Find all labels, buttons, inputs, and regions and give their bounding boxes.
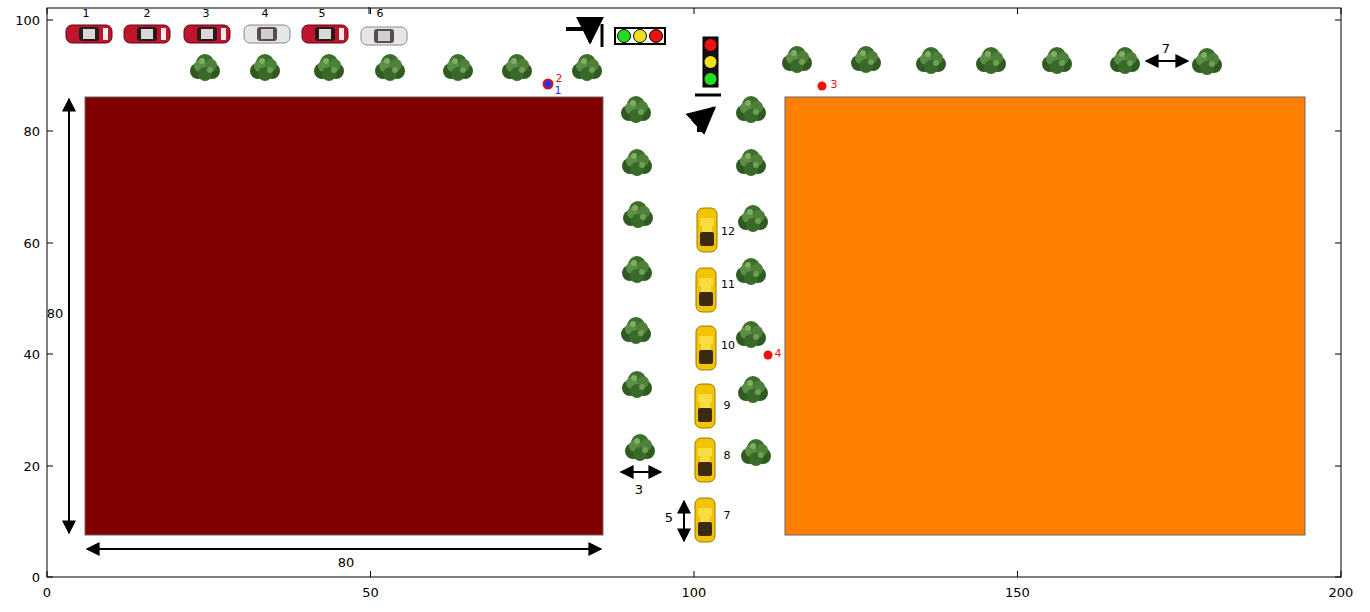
callout-number: 12 [721,226,735,237]
traffic-light-horizontal [615,28,665,44]
axis-tick-label: 100 [682,586,707,599]
callout-number: 11 [721,279,735,290]
axis-tick-label: 200 [1329,586,1354,599]
dimension-label: 7 [1162,42,1170,55]
callout-number: 10 [721,340,735,351]
parked-cars [66,25,407,45]
callout-number: 3 [203,8,210,19]
axis-ticks [47,8,1341,577]
callout-number: 4 [262,8,269,19]
plot-frame [47,8,1341,577]
axis-tick-label: 150 [1005,586,1030,599]
dimension-arrows [69,61,1188,549]
callout-number: 7 [724,510,731,521]
callout-number: 6 [377,8,384,19]
dimension-label: 80 [338,556,355,569]
trees [190,46,1222,466]
callout-number: 2 [144,8,151,19]
point-label: 3 [831,79,838,90]
point-label: 2 [556,73,563,84]
turn-left-sign [566,24,602,47]
red-block [85,97,603,535]
orange-block [785,97,1305,535]
axis-tick-label: 60 [23,237,40,250]
marker-points [544,80,827,360]
callout-number: 1 [83,8,90,19]
callout-number: 8 [724,450,731,461]
axis-tick-label: 80 [23,125,40,138]
dimension-label: 3 [635,483,643,496]
axis-tick-label: 20 [23,460,40,473]
axis-tick-label: 100 [15,14,40,27]
axis-tick-label: 0 [32,571,40,584]
dimension-label: 80 [47,307,64,320]
axis-tick-label: 40 [23,348,40,361]
point-label: 1 [555,85,562,96]
callout-number: 9 [724,400,731,411]
callout-number: 5 [319,8,326,19]
tick-mark [369,7,370,14]
traffic-light-vertical [695,37,721,132]
axis-tick-label: 0 [43,586,51,599]
taxi-queue [695,208,717,542]
point-label: 4 [775,348,782,359]
dimension-label: 5 [665,511,673,524]
axis-tick-label: 50 [362,586,379,599]
